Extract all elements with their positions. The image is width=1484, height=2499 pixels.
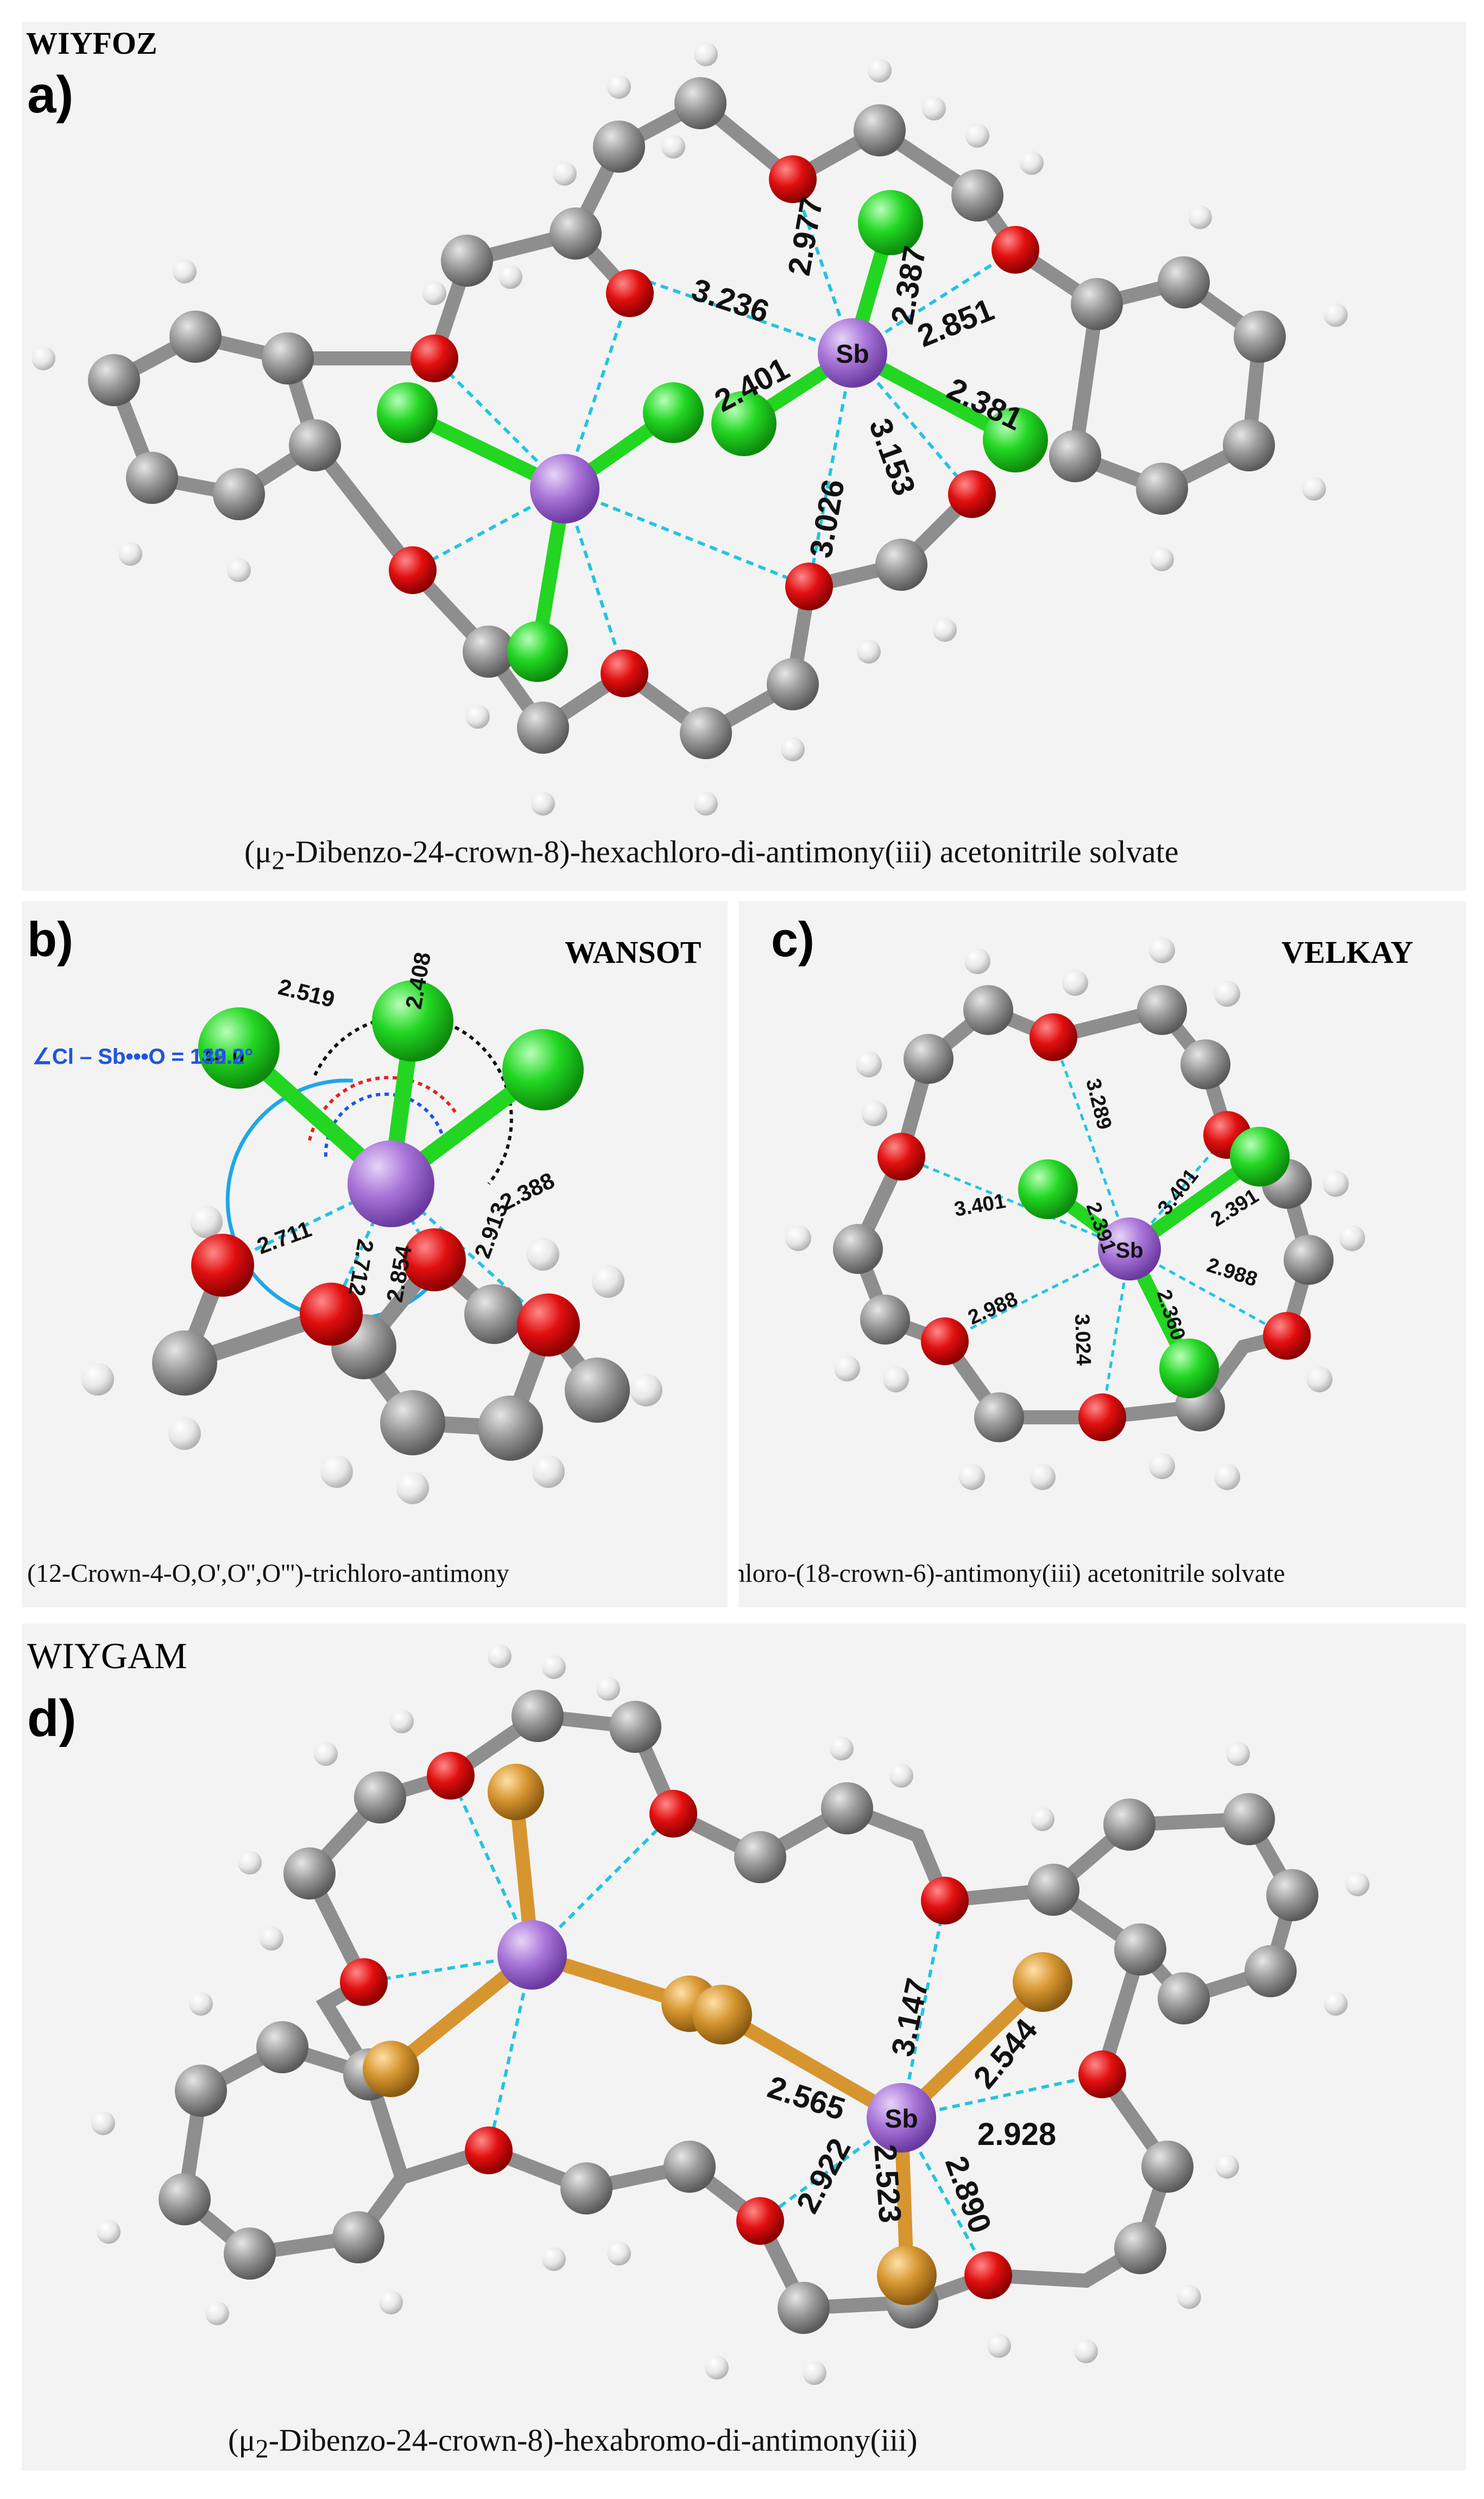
halogens <box>198 980 584 1110</box>
distance-label: 2.913 <box>469 1199 513 1261</box>
distance-label: 2.851 <box>913 292 999 354</box>
panel-d-caption: (μ2-Dibenzo-24-crown-8)-hexabromo-di-ant… <box>228 2422 918 2464</box>
panel-c-code: VELKAY <box>1281 935 1413 970</box>
carbons <box>88 77 1286 759</box>
panel-a-letter: a) <box>27 66 74 124</box>
hydrogens <box>31 42 1348 816</box>
panel-d: Sb 3.147 2.544 2.565 2.928 2.922 2.523 2… <box>22 1624 1466 2471</box>
angle-entry-4: ∠Cl – Sb•••O = 139.2° <box>33 1045 254 1069</box>
sb-label: Sb <box>836 340 869 369</box>
panel-b: 2.519 2.408 2.388 2.711 2.712 2.854 2.91… <box>22 901 728 1607</box>
oxygens <box>389 155 1039 697</box>
panel-d-structure: Sb 3.147 2.544 2.565 2.928 2.922 2.523 2… <box>91 1644 1369 2385</box>
panel-d-code: WIYGAM <box>27 1635 187 1676</box>
antimony-atom <box>348 1140 434 1227</box>
distance-label: 3.236 <box>687 272 773 330</box>
panel-b-code: WANSOT <box>565 935 702 970</box>
panel-b-letter: b) <box>27 913 73 967</box>
panel-c-letter: c) <box>771 913 815 967</box>
panel-b-caption: (12-Crown-4-O,O',O'',O''')-trichloro-ant… <box>27 1559 509 1588</box>
sb-label: Sb <box>1115 1239 1143 1263</box>
panel-c-caption: Trichloro-(18-crown-6)-antimony(iii) ace… <box>738 1559 1285 1588</box>
panel-c: Sb 3.289 3.401 2.391 3.401 2.391 2.988 2… <box>738 901 1466 1607</box>
distance-label: 3.289 <box>1081 1076 1116 1132</box>
halogens <box>377 190 1048 682</box>
panel-a-code: WIYFOZ <box>26 26 157 61</box>
distance-label: 3.401 <box>952 1190 1007 1221</box>
hydrogens <box>81 1206 662 1504</box>
panel-a-caption: (μ2-Dibenzo-24-crown-8)-hexachloro-di-an… <box>244 834 1179 875</box>
carbons <box>152 1284 630 1461</box>
antimony-atoms <box>530 318 887 523</box>
distance-label: 3.026 <box>803 477 851 560</box>
distance-label: 3.147 <box>885 1975 936 2059</box>
antimony-atoms <box>497 1920 936 2153</box>
antimony-atom <box>1098 1217 1161 1280</box>
angle-entry-2: ∠Cl – Sb•••O = 148.0° <box>33 1045 254 1069</box>
distance-label: 2.387 <box>885 243 933 327</box>
oxygens <box>340 1752 1126 2299</box>
halogens <box>1018 1127 1290 1398</box>
oxygens <box>877 1013 1311 1441</box>
sb-label: Sb <box>885 2105 918 2134</box>
panel-d-letter: d) <box>27 1689 77 1747</box>
oxygens <box>191 1228 580 1356</box>
distance-label: 2.988 <box>965 1288 1021 1329</box>
distance-label: 3.024 <box>1070 1314 1095 1366</box>
angle-entry-1: ∠Cl – Sb•••O = 162.7° <box>33 1045 254 1069</box>
carbons <box>159 1690 1318 2334</box>
hydrogens <box>91 1644 1369 2385</box>
halogens <box>363 1764 1072 2305</box>
angle-entry-3: ∠Cl – Sb•••O = 165.7° <box>33 1045 254 1069</box>
panel-a-structure: Sb 3.236 2.977 2.387 2.851 2.401 2.381 3… <box>31 42 1348 816</box>
panel-b-structure: 2.519 2.408 2.388 2.711 2.712 2.854 2.91… <box>81 950 662 1504</box>
panel-c-structure: Sb 3.289 3.401 2.391 3.401 2.391 2.988 2… <box>785 937 1365 1490</box>
distance-label: 2.890 <box>938 2151 999 2238</box>
distance-label: 2.988 <box>1204 1254 1260 1291</box>
distance-label: 2.922 <box>790 2132 858 2219</box>
distance-label: 2.711 <box>254 1216 315 1259</box>
distance-label: 2.712 <box>344 1237 379 1298</box>
distance-label: 2.523 <box>867 2143 908 2224</box>
hydrogens <box>785 937 1365 1490</box>
distance-label: 2.519 <box>276 974 337 1012</box>
distance-label: 2.928 <box>977 2117 1056 2152</box>
panel-a: Sb 3.236 2.977 2.387 2.851 2.401 2.381 3… <box>22 22 1466 891</box>
